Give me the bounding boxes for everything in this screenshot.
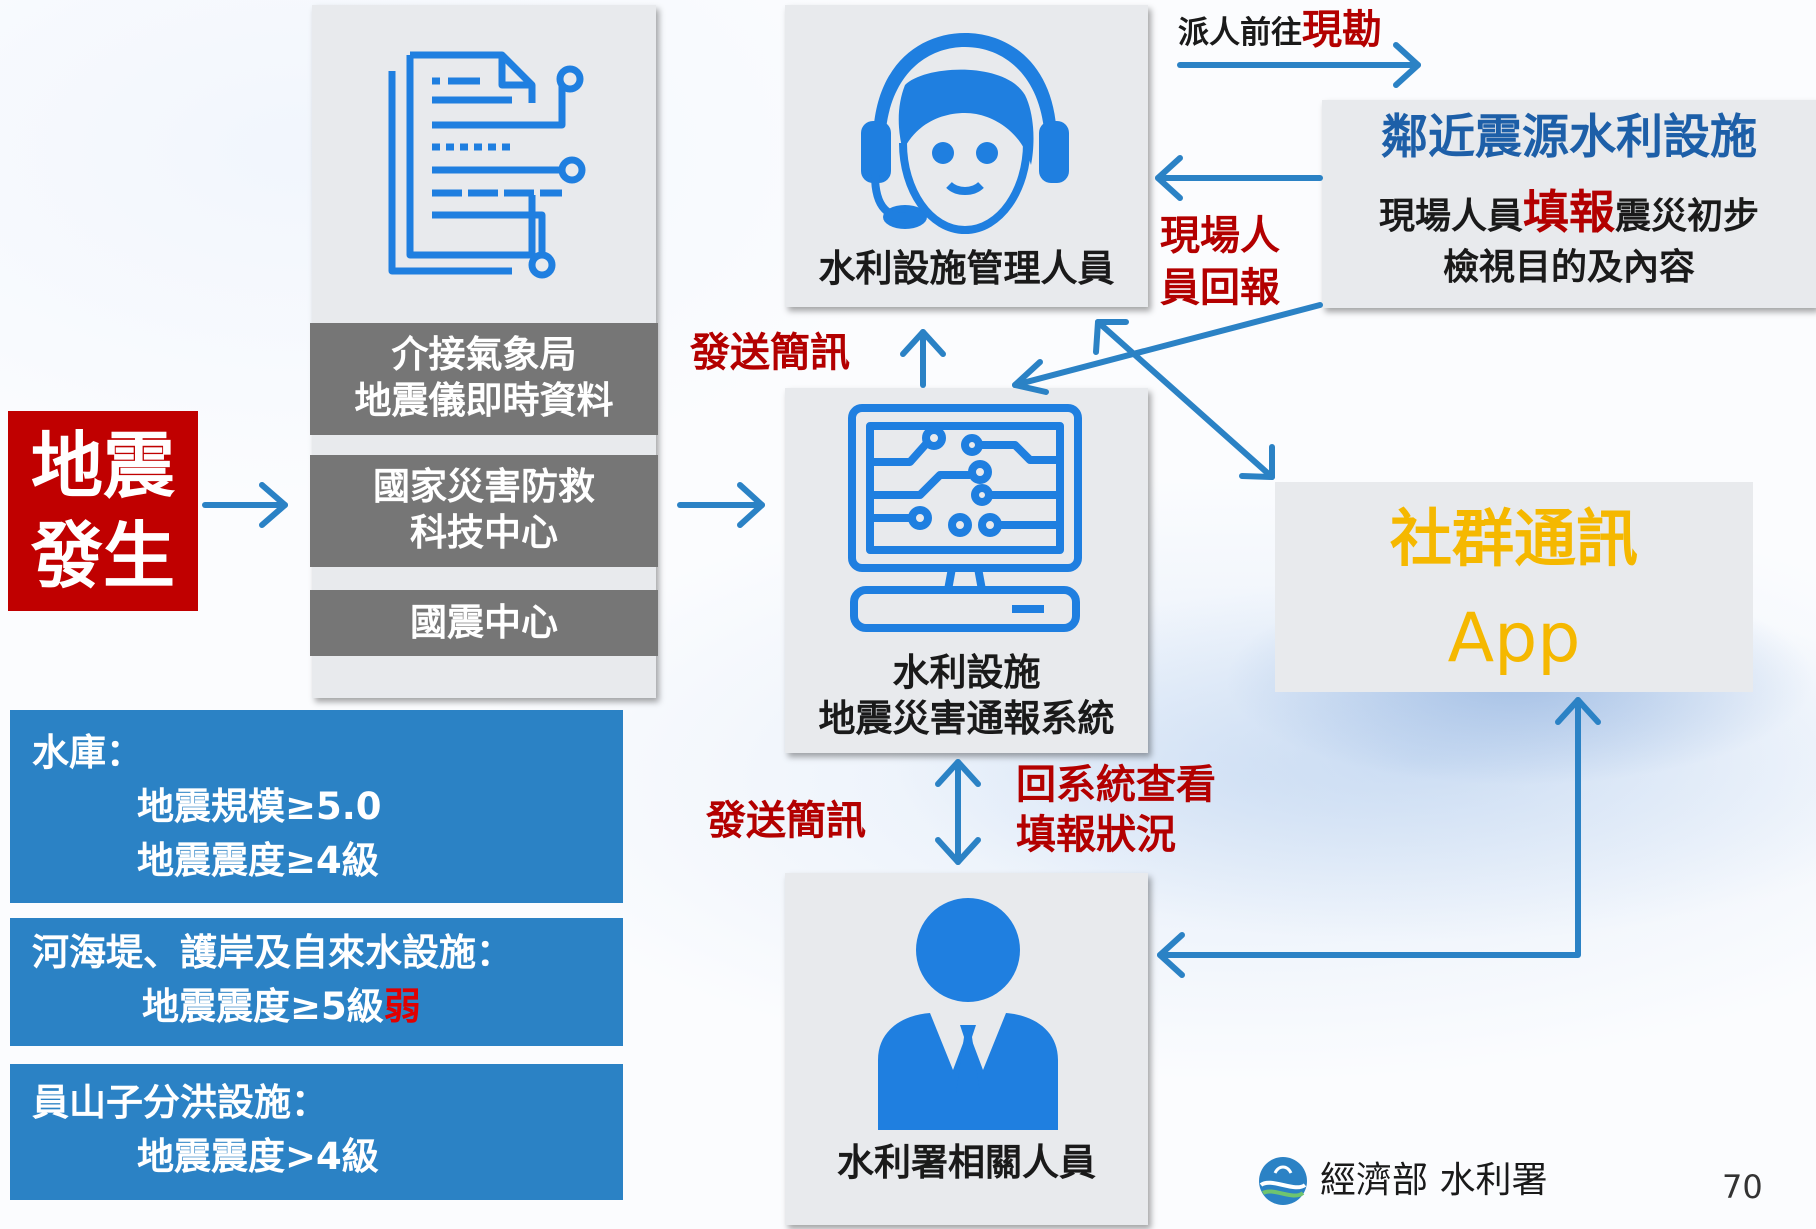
system-label-line1: 水利設施 [892, 651, 1041, 694]
facility-card [1322, 100, 1816, 308]
app-subtitle: App [1447, 599, 1581, 678]
facility-line2: 檢視目的及內容 [1442, 247, 1695, 288]
criteria-reservoir-line1: 地震規模≥5.0 [137, 785, 382, 828]
facility-line1-pre: 現場人員 [1378, 196, 1523, 237]
check-status-annotation: 回系統查看 填報狀況 [1016, 760, 1216, 860]
source-ncdr-line2: 科技中心 [410, 511, 558, 554]
facility-title: 鄰近震源水利設施 [1381, 110, 1757, 165]
sms-bottom-annotation: 發送簡訊 [706, 798, 866, 844]
criteria-diversion-line1: 地震震度>4級 [137, 1135, 379, 1178]
app-card [1275, 482, 1753, 692]
criteria-levee-weak: 弱 [383, 985, 421, 1028]
dispatch-text: 派人前往 [1178, 15, 1302, 51]
facility-line1: 現場人員填報震災初步 [1322, 188, 1816, 241]
dispatch-annotation: 派人前往現勘 [1178, 6, 1382, 57]
sms-top-annotation: 發送簡訊 [690, 330, 850, 376]
onsite-report-annotation: 現場人 員回報 [1160, 210, 1280, 314]
facility-fill-highlight: 填報 [1523, 185, 1615, 239]
source-ncdr-line1: 國家災害防救 [373, 465, 595, 508]
criteria-levee-value: 地震震度≥5級 [142, 985, 384, 1028]
dispatch-highlight: 現勘 [1302, 7, 1382, 53]
earthquake-line1: 地震 [30, 424, 175, 508]
document-network-icon [362, 45, 612, 295]
source-cwb-line1: 介接氣象局 [391, 333, 577, 376]
criteria-reservoir-title: 水庫： [32, 731, 143, 774]
headset-agent-icon [845, 25, 1085, 245]
criteria-reservoir-box: 水庫： 地震規模≥5.0 地震震度≥4級 [10, 710, 623, 903]
criteria-levee-title: 河海堤、護岸及自來水設施： [32, 931, 513, 974]
manager-card [785, 5, 1148, 307]
earthquake-line2: 發生 [30, 514, 175, 598]
criteria-levee-line: 地震震度≥5級弱 [32, 980, 623, 1034]
criteria-reservoir-line2: 地震震度≥4級 [137, 839, 379, 882]
system-label-line2: 地震災害通報系統 [818, 697, 1115, 740]
circuit-monitor-icon [840, 400, 1090, 640]
page-number: 70 [1722, 1168, 1763, 1206]
onsite-report-line2: 員回報 [1160, 265, 1280, 311]
earthquake-box: 地震 發生 [8, 411, 198, 611]
check-status-line1: 回系統查看 [1016, 762, 1216, 808]
wra-logo-icon [1255, 1155, 1311, 1207]
source-cwb: 介接氣象局 地震儀即時資料 [310, 323, 658, 435]
system-label: 水利設施 地震災害通報系統 [785, 650, 1148, 742]
onsite-report-line1: 現場人 [1160, 213, 1280, 259]
businessman-icon [868, 895, 1068, 1135]
source-cwb-line2: 地震儀即時資料 [354, 379, 614, 422]
wra-logo-text: 經濟部 水利署 [1320, 1160, 1548, 1201]
criteria-diversion-box: 員山子分洪設施： 地震震度>4級 [10, 1064, 623, 1200]
source-ncree-line1: 國震中心 [410, 601, 558, 644]
source-ncree: 國震中心 [310, 590, 658, 656]
manager-label: 水利設施管理人員 [818, 247, 1115, 290]
check-status-line2: 填報狀況 [1016, 812, 1176, 858]
criteria-diversion-title: 員山子分洪設施： [32, 1081, 328, 1124]
criteria-levee-box: 河海堤、護岸及自來水設施： 地震震度≥5級弱 [10, 918, 623, 1046]
app-title: 社群通訊 [1389, 502, 1638, 575]
facility-line1-post: 震災初步 [1615, 196, 1760, 237]
source-ncdr: 國家災害防救 科技中心 [310, 455, 658, 567]
staff-label: 水利署相關人員 [837, 1141, 1096, 1184]
